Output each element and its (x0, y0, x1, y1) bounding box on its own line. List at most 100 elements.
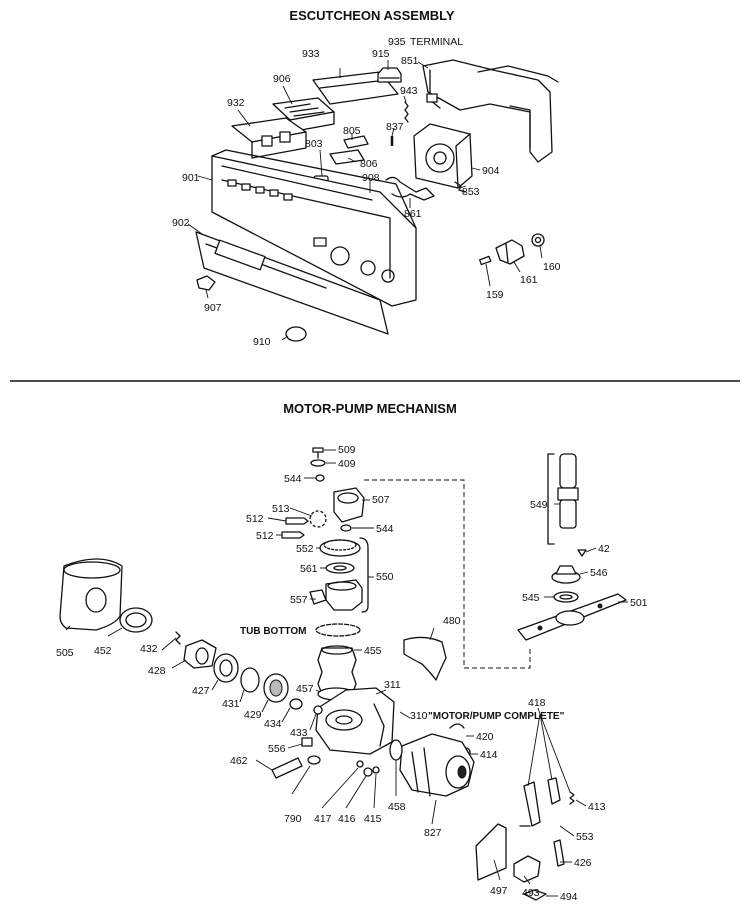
part-512-screw-a (285, 517, 309, 525)
part-933-cover (312, 71, 399, 105)
part-906-terminal-block (272, 97, 335, 133)
part-420-clip (449, 723, 465, 729)
part-544-lower (340, 524, 352, 532)
label-462: 462 (230, 755, 248, 767)
part-497-bracket (475, 823, 507, 881)
label-431: 431 (222, 698, 240, 710)
label-805: 805 (343, 125, 361, 137)
label-901: 901 (182, 172, 200, 184)
part-556-fitting (301, 737, 313, 747)
part-418-bracket (523, 777, 561, 827)
label-513: 513 (272, 503, 290, 515)
label-terminal: TERMINAL (410, 36, 463, 48)
label-427: 427 (192, 685, 210, 697)
label-935: 935 (388, 36, 406, 48)
part-417-screw (356, 760, 364, 768)
part-907-knob (196, 275, 216, 291)
motor-leader-lines (65, 449, 628, 897)
label-556: 556 (268, 743, 286, 755)
label-933: 933 (302, 48, 320, 60)
label-902: 902 (172, 217, 190, 229)
part-505-sump (59, 558, 123, 631)
part-915-cap (377, 67, 402, 83)
part-509-screw (312, 447, 324, 459)
part-545-ring (553, 591, 579, 603)
part-507-housing (333, 487, 365, 523)
label-910: 910 (253, 336, 271, 348)
escutcheon-leader-lines (187, 60, 543, 341)
label-414: 414 (480, 749, 498, 761)
label-480: 480 (443, 615, 461, 627)
label-497: 497 (490, 885, 508, 897)
label-457: 457 (296, 683, 314, 695)
label-507: 507 (372, 494, 390, 506)
part-904-timer (413, 123, 473, 189)
label-553: 553 (576, 831, 594, 843)
label-tub-bottom: TUB BOTTOM (240, 626, 306, 637)
label-806: 806 (360, 158, 378, 170)
part-494-block (523, 889, 547, 901)
label-494: 494 (560, 891, 578, 903)
label-561: 561 (300, 563, 318, 575)
label-429: 429 (244, 709, 262, 721)
label-455: 455 (364, 645, 382, 657)
label-160: 160 (543, 261, 561, 273)
part-513-gear (309, 510, 327, 528)
part-932-bracket (231, 117, 307, 159)
part-557-filter (309, 579, 363, 611)
part-462-hose (271, 757, 303, 779)
part-901-console-panel (211, 149, 417, 307)
label-915: 915 (372, 48, 390, 60)
label-310: 310 (410, 710, 428, 722)
label-557: 557 (290, 594, 308, 606)
part-161-valve (495, 239, 525, 265)
motor-pump-mechanism-title: MOTOR-PUMP MECHANISM (283, 401, 457, 416)
part-493-clip (513, 855, 541, 883)
part-428-nozzle (183, 639, 217, 669)
label-420: 420 (476, 731, 494, 743)
label-432: 432 (140, 643, 158, 655)
part-902-front-panel (195, 231, 389, 335)
label-452: 452 (94, 645, 112, 657)
part-413-spring (569, 791, 575, 805)
label-428: 428 (148, 665, 166, 677)
label-motor-pump-complete: "MOTOR/PUMP COMPLETE" (428, 711, 565, 722)
part-160-washer (531, 233, 545, 247)
label-42: 42 (598, 543, 610, 555)
part-409-washer (310, 459, 326, 467)
part-806-plate (329, 149, 365, 165)
label-545: 545 (522, 592, 540, 604)
link-507-to-501 (364, 479, 531, 669)
label-311: 311 (384, 679, 401, 691)
part-455-bellows (317, 645, 357, 695)
part-432-spring (175, 631, 181, 645)
part-549-tube (547, 453, 579, 545)
part-561-seal (325, 562, 355, 574)
label-458: 458 (388, 801, 406, 813)
label-907: 907 (204, 302, 222, 314)
part-431-seal (240, 667, 260, 693)
label-493: 493 (522, 887, 540, 899)
label-790: 790 (284, 813, 302, 825)
label-552: 552 (296, 543, 314, 555)
label-417: 417 (314, 813, 332, 825)
part-827-motor (399, 733, 475, 797)
label-501: 501 (630, 597, 648, 609)
part-501-spray-arm (517, 593, 627, 641)
escutcheon-assembly-title: ESCUTCHEON ASSEMBLY (289, 8, 455, 23)
label-544-upper: 544 (284, 473, 302, 485)
part-433-plug (313, 705, 323, 715)
label-851: 851 (401, 55, 419, 67)
label-904: 904 (482, 165, 500, 177)
part-544-top (315, 474, 325, 482)
part-415-nut (372, 766, 380, 774)
label-509: 509 (338, 444, 356, 456)
part-851-bracket (422, 59, 559, 163)
part-458-gasket (389, 739, 403, 761)
tub-bottom-ring (315, 623, 361, 637)
label-932: 932 (227, 97, 245, 109)
part-512-screw-b (281, 531, 305, 539)
label-906: 906 (273, 73, 291, 85)
label-409: 409 (338, 458, 356, 470)
